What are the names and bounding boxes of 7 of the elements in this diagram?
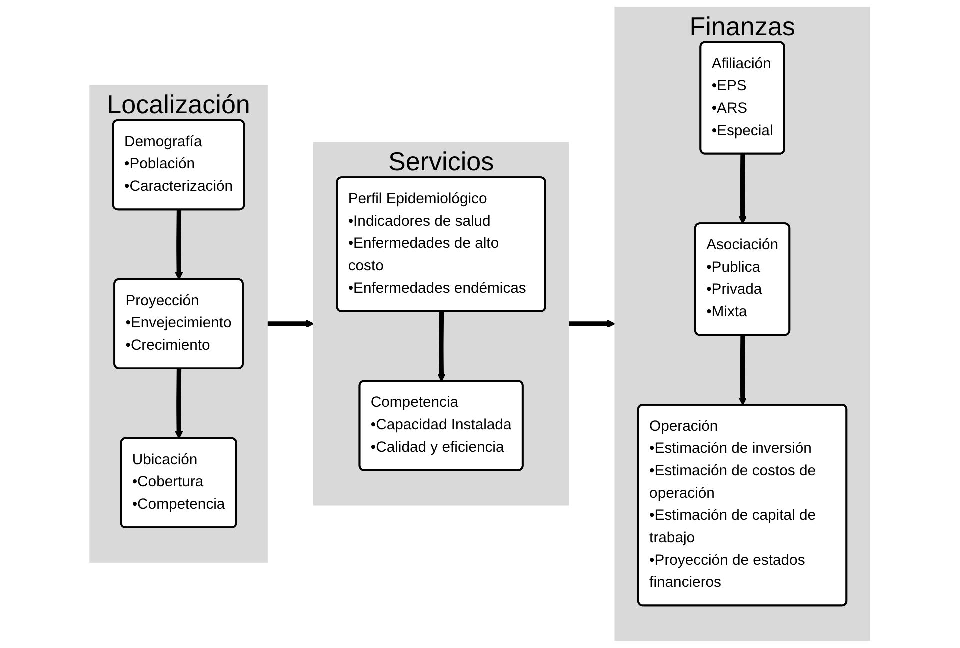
arrow: [175, 369, 184, 440]
arrow: [175, 210, 184, 280]
arrow: [438, 312, 446, 382]
arrow: [738, 336, 747, 406]
arrow: [568, 320, 616, 328]
arrow: [267, 320, 314, 328]
arrow: [738, 154, 747, 224]
